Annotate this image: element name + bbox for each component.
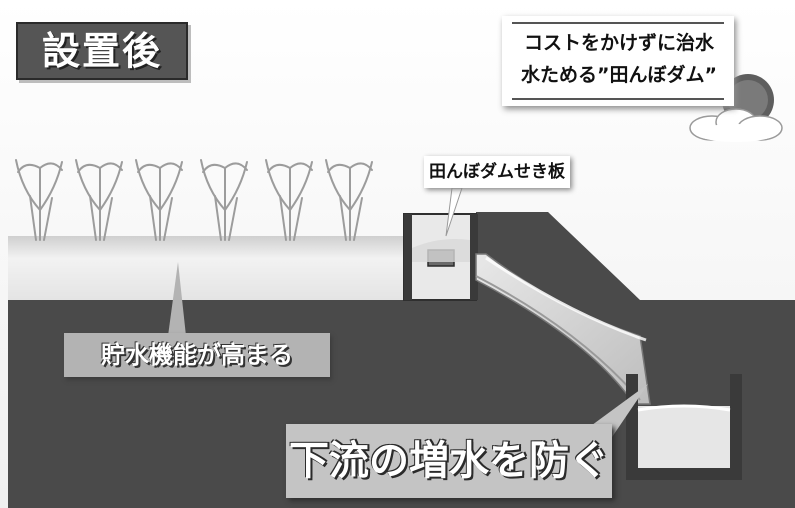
flood-label-panel <box>286 424 612 498</box>
note-rule-bottom <box>512 98 724 100</box>
drainage-chute <box>475 253 651 405</box>
note-line-1: コストをかけずに治水 <box>523 32 714 54</box>
note-line-2: 水ためる”田んぼダム” <box>521 64 717 86</box>
storage-label-pointer <box>168 262 186 336</box>
paddy-water <box>8 236 412 300</box>
weir-label: 田んぼダムせき板 <box>424 156 570 188</box>
flood-label: 下流の増水を防ぐ <box>289 438 609 484</box>
note-panel <box>502 16 734 106</box>
weir-structure <box>403 213 478 301</box>
sun-cloud-icon <box>689 74 783 142</box>
title-panel <box>16 22 188 80</box>
storage-label-panel <box>64 333 330 377</box>
storage-label: 貯水機能が高まる <box>101 341 293 369</box>
weir-label-pointer <box>445 187 463 237</box>
note-rule-top <box>512 22 724 24</box>
downstream-channel <box>626 374 742 480</box>
rice-plant-icon <box>15 159 373 241</box>
page-title: 設置後 <box>41 29 162 73</box>
